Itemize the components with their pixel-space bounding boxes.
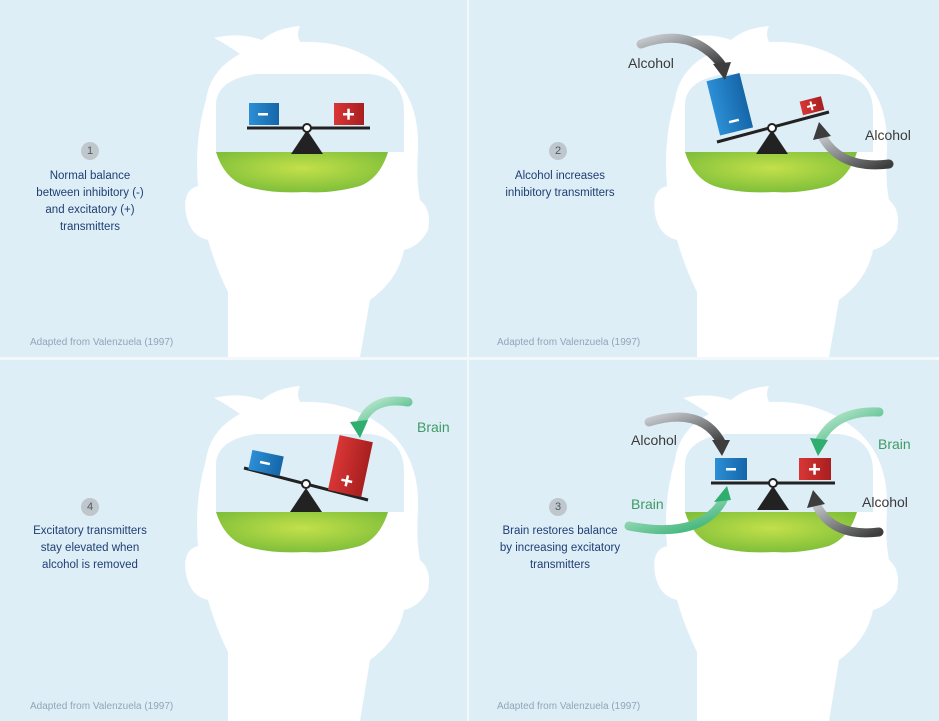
window-sky [684,434,873,512]
brain-arrowhead [810,438,828,456]
ground [216,152,388,193]
alcohol-arrow [644,412,726,447]
alcohol-label: Alcohol [628,55,674,71]
plus-block [327,435,373,497]
step-caption: Alcohol increases inhibitory transmitter… [505,170,615,199]
brain-arrow [814,407,884,447]
plus-block [799,458,831,480]
brain-arrowhead [350,420,368,438]
step-number: 3 [549,498,567,516]
source-credit: Adapted from Valenzuela (1997) [30,701,174,712]
panel-1-art [185,26,429,357]
panel-alcohol-increases: Alcohol Alcohol 2 Alcohol increases inhi… [469,0,939,357]
alcohol-arrowhead [713,62,731,80]
brain-label: Brain [878,436,911,452]
fulcrum [291,130,323,154]
alcohol-label: Alcohol [862,494,908,510]
brain-label: Brain [417,419,450,435]
fulcrum [757,486,789,510]
alcohol-label: Alcohol [865,127,911,143]
source-credit: Adapted from Valenzuela (1997) [497,337,641,348]
step-caption: Excitatory transmitters stay elevated wh… [33,525,147,571]
panel-3-art [624,386,898,721]
brain-arrowhead [714,486,731,502]
fulcrum [756,130,788,154]
alcohol-arrow [810,497,884,538]
plus-block [334,103,364,125]
ground [216,512,388,553]
alcohol-label: Alcohol [631,432,677,448]
alcohol-arrowhead [813,122,831,140]
panel-brain-restores: Alcohol Brain Brain Alcohol 3 Brain rest… [469,360,939,721]
fulcrum [290,488,322,512]
step-number: 4 [81,498,99,516]
window-sky [215,74,404,152]
step-caption: Brain restores balance by increasing exc… [499,525,621,571]
ground [685,152,857,193]
step-caption: Normal balance between inhibitory (-) an… [36,170,144,233]
brain-arrow [624,495,728,535]
alcohol-arrowhead [712,440,730,456]
alcohol-arrow [636,33,726,69]
minus-block [706,72,754,136]
alcohol-arrowhead [807,490,825,508]
panel-normal-balance: 1 Normal balance between inhibitory (-) … [0,0,467,357]
plus-block [799,96,825,116]
alcohol-arrow [816,129,894,170]
brain-label: Brain [631,496,664,512]
source-credit: Adapted from Valenzuela (1997) [30,337,174,348]
minus-block [249,103,279,125]
panel-4-art [185,386,429,721]
source-credit: Adapted from Valenzuela (1997) [497,701,641,712]
panel-excitatory-elevated: Brain 4 Excitatory transmitters stay ele… [0,360,467,721]
step-number: 1 [81,142,99,160]
panel-2-art [636,26,898,357]
minus-block [248,449,284,477]
step-number: 2 [549,142,567,160]
minus-block [715,458,747,480]
ground [685,512,857,553]
